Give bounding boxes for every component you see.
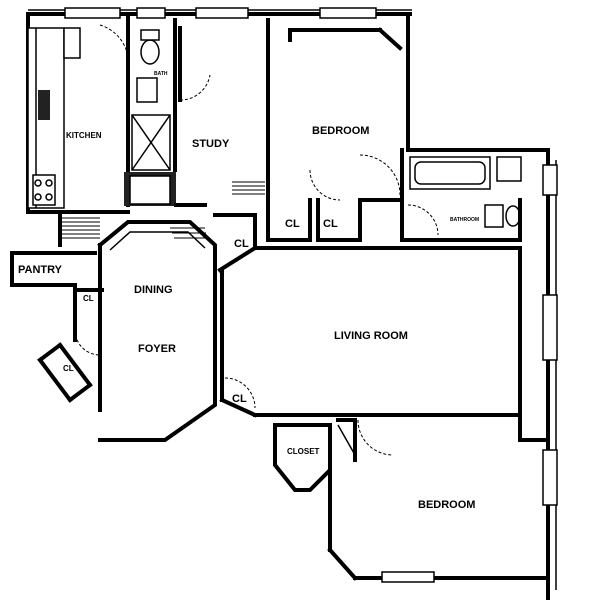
label-closet: CLOSET: [287, 447, 320, 456]
window-living: [542, 294, 558, 361]
kitchen-area: [27, 12, 130, 247]
window-kitchen: [64, 7, 121, 19]
window-bedroom-top: [319, 7, 377, 19]
label-cl-pantry: CL: [83, 294, 94, 303]
window-bath-right: [542, 164, 558, 196]
closet-area: [273, 418, 357, 492]
label-living-room: LIVING ROOM: [334, 330, 408, 342]
label-bath-small: BATH: [154, 71, 168, 77]
label-cl-study: CL: [234, 238, 249, 250]
bedroom-bottom-area: [327, 413, 547, 581]
window-bedroom-bottom: [542, 449, 558, 506]
window-study: [195, 7, 249, 19]
bath-small: [124, 18, 177, 206]
living-room-area: [219, 246, 522, 456]
bedroom-top-area: [266, 27, 404, 242]
label-pantry: PANTRY: [18, 264, 63, 276]
label-kitchen: KITCHEN: [66, 131, 102, 140]
label-study: STUDY: [192, 138, 230, 150]
dining-foyer-area: [97, 213, 258, 442]
exterior-walls: [26, 7, 558, 600]
label-cl-corner: CL: [63, 364, 74, 373]
label-bedroom-bottom: BEDROOM: [418, 499, 475, 511]
sink: [496, 156, 522, 182]
toilet: [505, 205, 521, 227]
window-bath: [136, 7, 166, 19]
window-bottom: [381, 571, 435, 583]
label-bathroom: BATHROOM: [450, 217, 479, 223]
label-cl-bedroom-left: CL: [285, 218, 300, 230]
label-bedroom-top: BEDROOM: [312, 125, 369, 137]
study-area: [174, 18, 270, 207]
room-labels: KITCHEN BATH STUDY BEDROOM CL CL BATHROO…: [18, 71, 479, 511]
label-foyer: FOYER: [138, 343, 176, 355]
bathroom-area: [400, 156, 522, 242]
pantry-area: [10, 251, 104, 403]
label-dining: DINING: [134, 284, 173, 296]
label-cl-living: CL: [232, 393, 247, 405]
label-cl-bedroom-right: CL: [323, 218, 338, 230]
